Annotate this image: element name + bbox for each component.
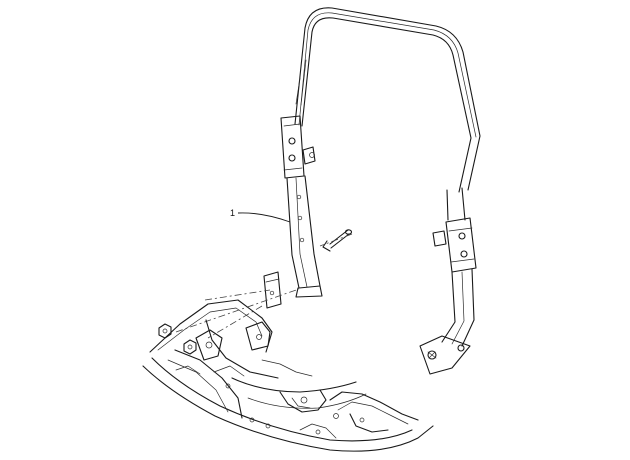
assembly-center-lines — [175, 233, 353, 339]
callout-label: 1 — [230, 208, 235, 218]
spacer-bracket — [263, 271, 282, 309]
callout-1: 1 — [230, 208, 291, 223]
roll-bar — [280, 7, 481, 375]
mower-frame — [142, 299, 434, 452]
hex-nuts — [158, 323, 197, 355]
callout-leader-line — [237, 212, 291, 223]
bolt — [322, 229, 353, 252]
